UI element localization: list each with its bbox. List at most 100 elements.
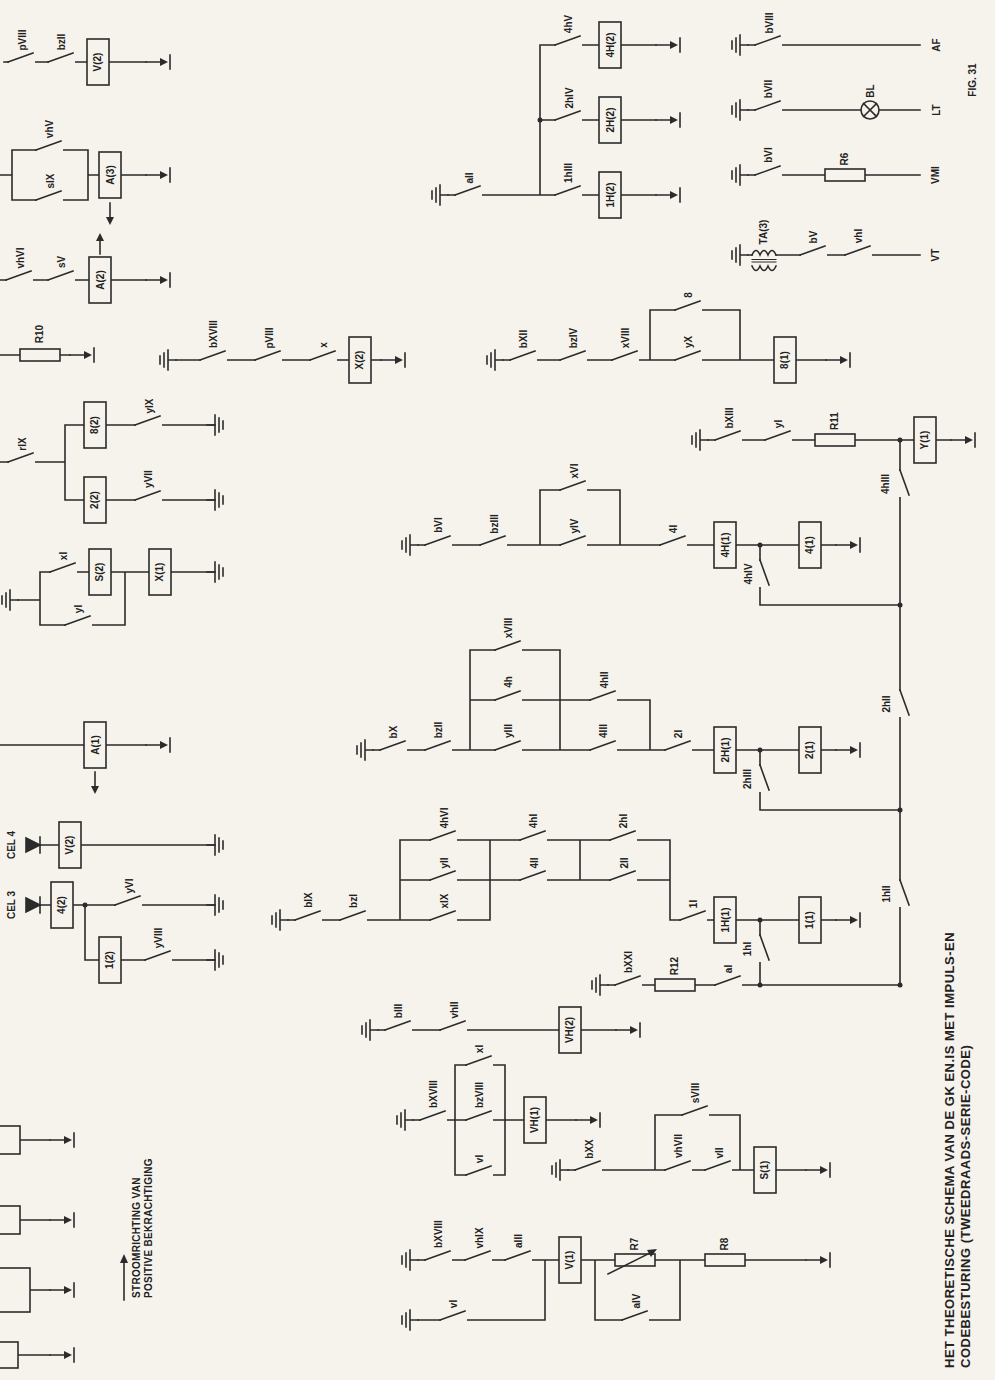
contact-symbol — [145, 951, 172, 964]
component-label: 2hII — [880, 695, 892, 712]
legend-arrow-head — [120, 1254, 128, 1263]
contact-symbol — [65, 616, 92, 629]
contact-symbol — [622, 1311, 649, 1324]
contact-symbol — [755, 166, 782, 179]
contact-label: bIX — [303, 892, 315, 908]
ground-symbol — [2, 590, 18, 610]
junction-dot — [898, 808, 903, 813]
contact-symbol — [682, 1106, 709, 1119]
contact-symbol — [520, 831, 547, 844]
contact-symbol — [560, 536, 587, 549]
relay-coil — [99, 152, 121, 198]
contact-label: bzVIII — [474, 1082, 486, 1108]
ground-symbol — [397, 1110, 413, 1130]
ground-symbol — [592, 975, 608, 995]
contact-symbol — [765, 431, 792, 444]
component-label: 8(2) — [89, 416, 101, 434]
transformer-core — [752, 260, 776, 263]
supply-arrow — [146, 738, 170, 752]
relay-coil — [524, 1097, 546, 1143]
relay-coil — [0, 1206, 20, 1234]
contact-label: 2hI — [618, 814, 630, 828]
junction-dot — [758, 543, 763, 548]
contact-label: yI — [73, 605, 85, 613]
contact-symbol — [135, 416, 162, 429]
component-label: VMI — [930, 166, 942, 184]
component-label: 4H(2) — [604, 32, 616, 57]
relay-coil — [89, 549, 111, 595]
relay-coil — [559, 1237, 581, 1283]
resistor-symbol — [20, 349, 60, 361]
contact-label: pVIII — [263, 327, 275, 348]
relay-coil — [0, 1342, 18, 1368]
component-label: FIG. 31 — [966, 63, 978, 96]
supply-arrow — [50, 1283, 74, 1297]
direction-arrow — [99, 240, 101, 254]
junction-dot — [538, 118, 543, 123]
contact-label: bzI — [348, 894, 360, 908]
component-label: 1(2) — [104, 951, 116, 969]
contact-symbol — [495, 641, 522, 654]
contact-label: bXII — [518, 330, 530, 348]
contact-symbol — [200, 351, 227, 364]
contact-symbol — [135, 491, 162, 504]
contact-label: 4hV — [563, 15, 575, 33]
contact-label: TA(3) — [758, 219, 770, 244]
diode-symbol — [26, 897, 40, 913]
contact-symbol — [665, 741, 692, 754]
ground-symbol — [432, 185, 448, 205]
supply-arrow — [656, 38, 680, 52]
contact-symbol — [425, 536, 452, 549]
contact-symbol — [715, 431, 742, 444]
contact-label: rIX — [16, 437, 28, 450]
contact-label: 4hI — [528, 814, 540, 828]
contact-label: yI — [773, 420, 785, 428]
contact-symbol — [48, 271, 75, 284]
contact-symbol — [757, 765, 770, 792]
contact-label: xI — [58, 552, 70, 560]
ground-symbol — [732, 35, 748, 55]
contact-symbol — [510, 351, 537, 364]
contact-symbol — [420, 1111, 447, 1124]
contact-symbol — [755, 101, 782, 114]
contact-symbol — [480, 536, 507, 549]
ground-symbol — [207, 895, 223, 915]
junction-dot — [83, 903, 88, 908]
supply-arrow — [656, 113, 680, 127]
component-label: 1hI — [742, 942, 754, 956]
component-label: 4H(1) — [719, 532, 731, 557]
ground-symbol — [207, 490, 223, 510]
junction-dot — [758, 918, 763, 923]
direction-arrow-head — [106, 217, 114, 225]
ground-symbol — [272, 910, 288, 930]
component-label: CEL 4 — [6, 831, 18, 859]
contact-symbol — [466, 1166, 493, 1179]
contact-symbol — [845, 246, 872, 259]
supply-arrow — [656, 188, 680, 202]
supply-arrow — [146, 55, 170, 69]
contact-symbol — [757, 935, 770, 962]
contact-symbol — [115, 896, 142, 909]
contact-symbol — [425, 741, 452, 754]
contact-label: bVIII — [763, 12, 775, 33]
component-label: 1H(2) — [604, 182, 616, 207]
contact-symbol — [430, 831, 457, 844]
ground-symbol — [487, 350, 503, 370]
component-label: VH(1) — [529, 1107, 541, 1133]
contact-label: 4I — [668, 525, 680, 533]
transformer-symbol — [752, 251, 776, 271]
contact-symbol — [757, 560, 770, 587]
component-label: VH(2) — [564, 1017, 576, 1043]
relay-coil — [714, 522, 736, 568]
ground-symbol — [207, 562, 223, 582]
contact-label: yIII — [503, 724, 515, 738]
contact-symbol — [705, 1161, 732, 1174]
supply-arrow — [616, 1023, 640, 1037]
contact-label: R12 — [669, 957, 681, 975]
contact-symbol — [425, 1251, 452, 1264]
contact-label: xVIII — [620, 327, 632, 348]
contact-symbol — [295, 911, 322, 924]
contact-label: yVIII — [153, 927, 165, 948]
contact-label: 2II — [618, 857, 630, 868]
component-label: AF — [930, 38, 942, 51]
